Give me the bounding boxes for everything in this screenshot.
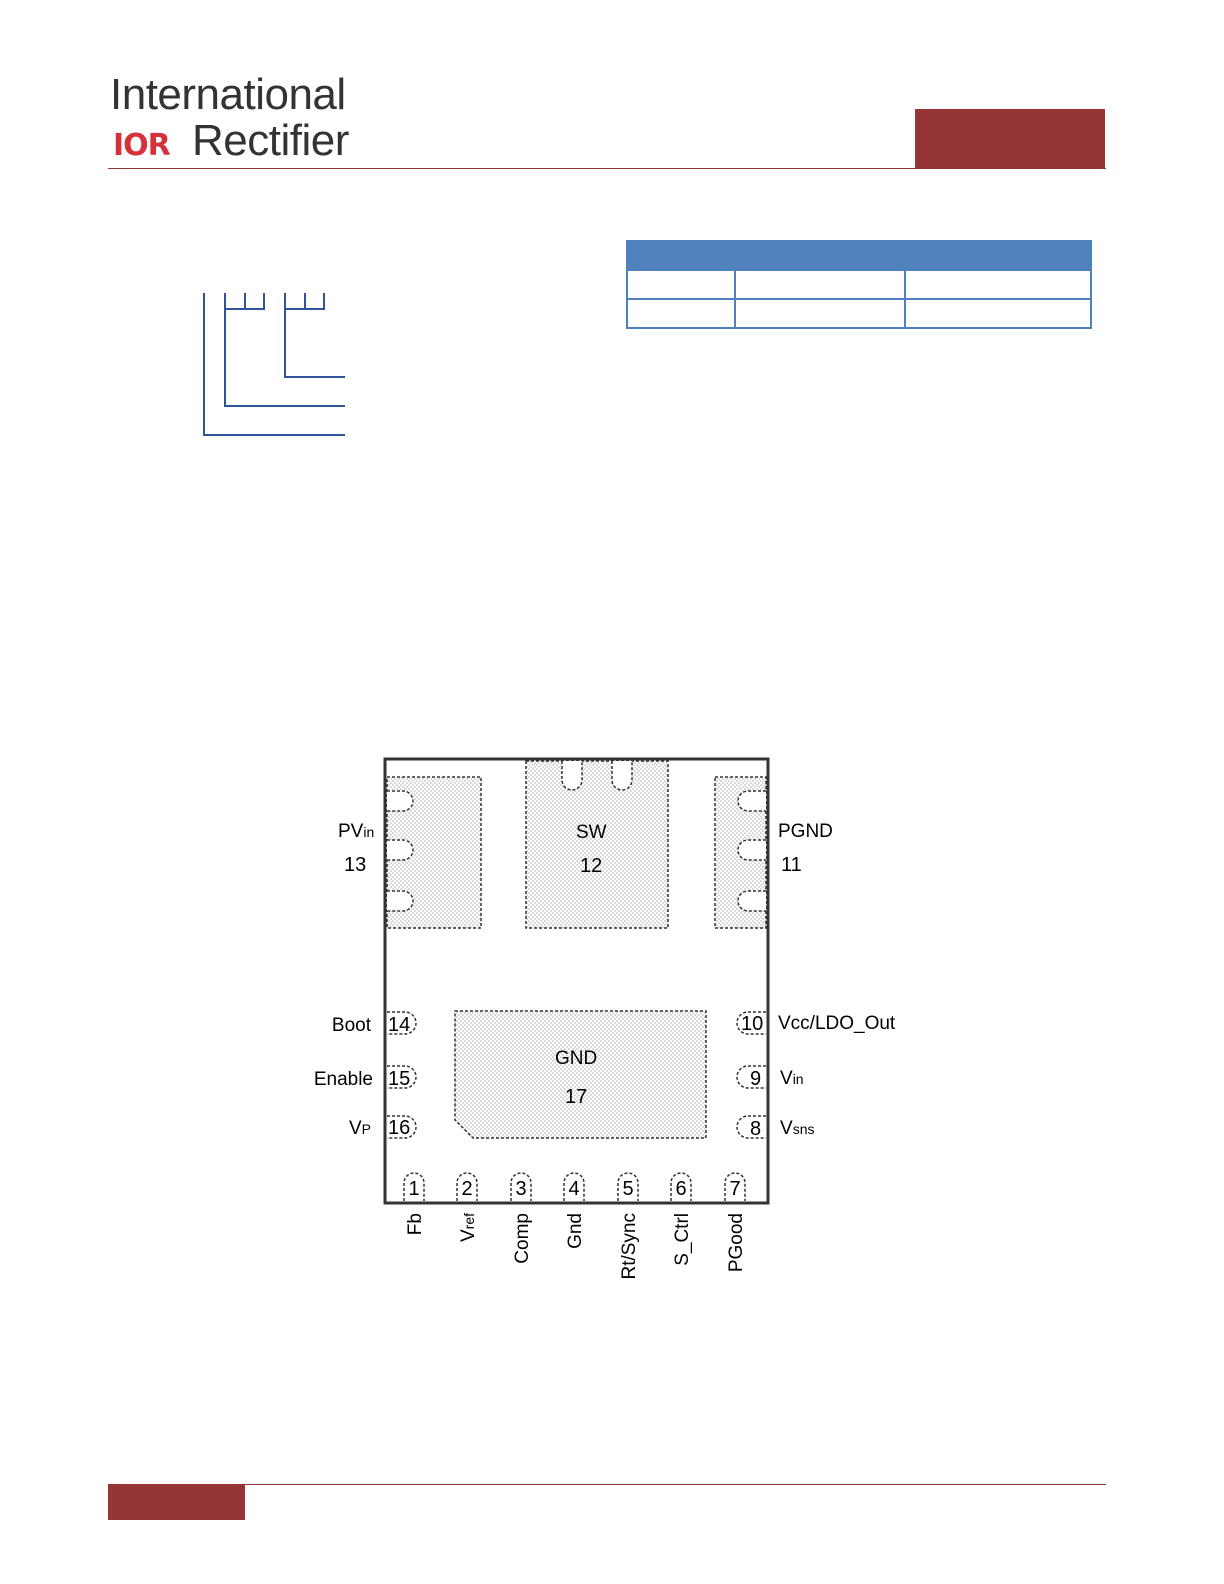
pgnd-label: PGND [778, 821, 833, 842]
gnd-label: GND [555, 1048, 597, 1069]
sw-pad-lands [561, 761, 633, 791]
table-cell [904, 269, 1092, 300]
pin-2-label: Vref [458, 1213, 479, 1242]
bracket-line-outer [203, 293, 345, 436]
pin-1-label: Fb [405, 1213, 426, 1235]
pin-15-number: 15 [388, 1068, 410, 1090]
pvin-label: PVin [338, 821, 374, 842]
pvin-number: 13 [344, 854, 366, 876]
pin-10-number: 10 [741, 1013, 763, 1035]
company-logo: International IOR Rectifier [110, 70, 350, 165]
table-header-cell [904, 240, 1092, 271]
table-row [626, 298, 1092, 329]
pin-5-label: Rt/Sync [619, 1213, 640, 1280]
pin-7-label: PGood [726, 1213, 747, 1272]
pin-3-number: 3 [515, 1178, 526, 1200]
sw-pad [525, 760, 669, 929]
pin-4-label: Gnd [565, 1213, 586, 1249]
left-pin-lands [387, 1011, 417, 1139]
pin-10-label: Vcc/LDO_Out [778, 1013, 896, 1034]
pin-6-number: 6 [675, 1178, 686, 1200]
pin-3-label: Comp [512, 1213, 533, 1264]
bracket-line-middle [224, 293, 345, 407]
footer-accent-bar [108, 1484, 245, 1520]
spec-table [626, 240, 1092, 329]
table-cell [734, 298, 906, 329]
logo-ior-mark: IOR [113, 128, 171, 163]
table-header-row [626, 240, 1092, 271]
pgnd-pad-lands [737, 790, 766, 912]
pin-8-number: 8 [750, 1118, 761, 1140]
pin-2-number: 2 [461, 1178, 472, 1200]
table-cell [734, 269, 906, 300]
package-outline [383, 757, 770, 1205]
logo-text-rectifier: Rectifier [192, 116, 349, 165]
table-cell [904, 298, 1092, 329]
bracket-line-inner [284, 293, 345, 378]
table-cell [626, 298, 736, 329]
pgnd-number: 11 [781, 854, 802, 876]
header-accent-bar [915, 109, 1105, 169]
sw-label: SW [576, 822, 607, 843]
pin-9-label: Vin [780, 1068, 804, 1089]
bracket-tick-group-1 [225, 293, 265, 310]
bracket-tick-group-2 [285, 293, 325, 310]
bottom-pin-lands [403, 1172, 746, 1201]
pin-9-number: 9 [750, 1068, 761, 1090]
right-pin-lands [736, 1011, 766, 1139]
pin-1-number: 1 [408, 1178, 419, 1200]
part-number-bracket [203, 293, 345, 436]
logo-text-international: International [110, 70, 346, 119]
pin-16-label: VP [349, 1118, 371, 1139]
pin-14-number: 14 [388, 1014, 410, 1036]
table-cell [626, 269, 736, 300]
table-header-cell [734, 240, 906, 271]
pin-16-number: 16 [388, 1117, 410, 1139]
table-row [626, 269, 1092, 300]
pin-5-number: 5 [622, 1178, 633, 1200]
gnd-number: 17 [565, 1086, 587, 1108]
pin-15-label: Enable [314, 1069, 373, 1090]
footer-divider [108, 1484, 1106, 1485]
pin-4-number: 4 [568, 1178, 579, 1200]
table-header-cell [626, 240, 736, 271]
pin-8-label: Vsns [780, 1118, 814, 1139]
pin-14-label: Boot [332, 1015, 372, 1036]
pin-6-label: S_Ctrl [672, 1213, 693, 1266]
pvin-pad-lands [387, 790, 414, 912]
sw-number: 12 [580, 855, 602, 877]
gnd-pad [454, 1010, 707, 1139]
header-divider [108, 168, 1106, 169]
pin-7-number: 7 [729, 1178, 740, 1200]
